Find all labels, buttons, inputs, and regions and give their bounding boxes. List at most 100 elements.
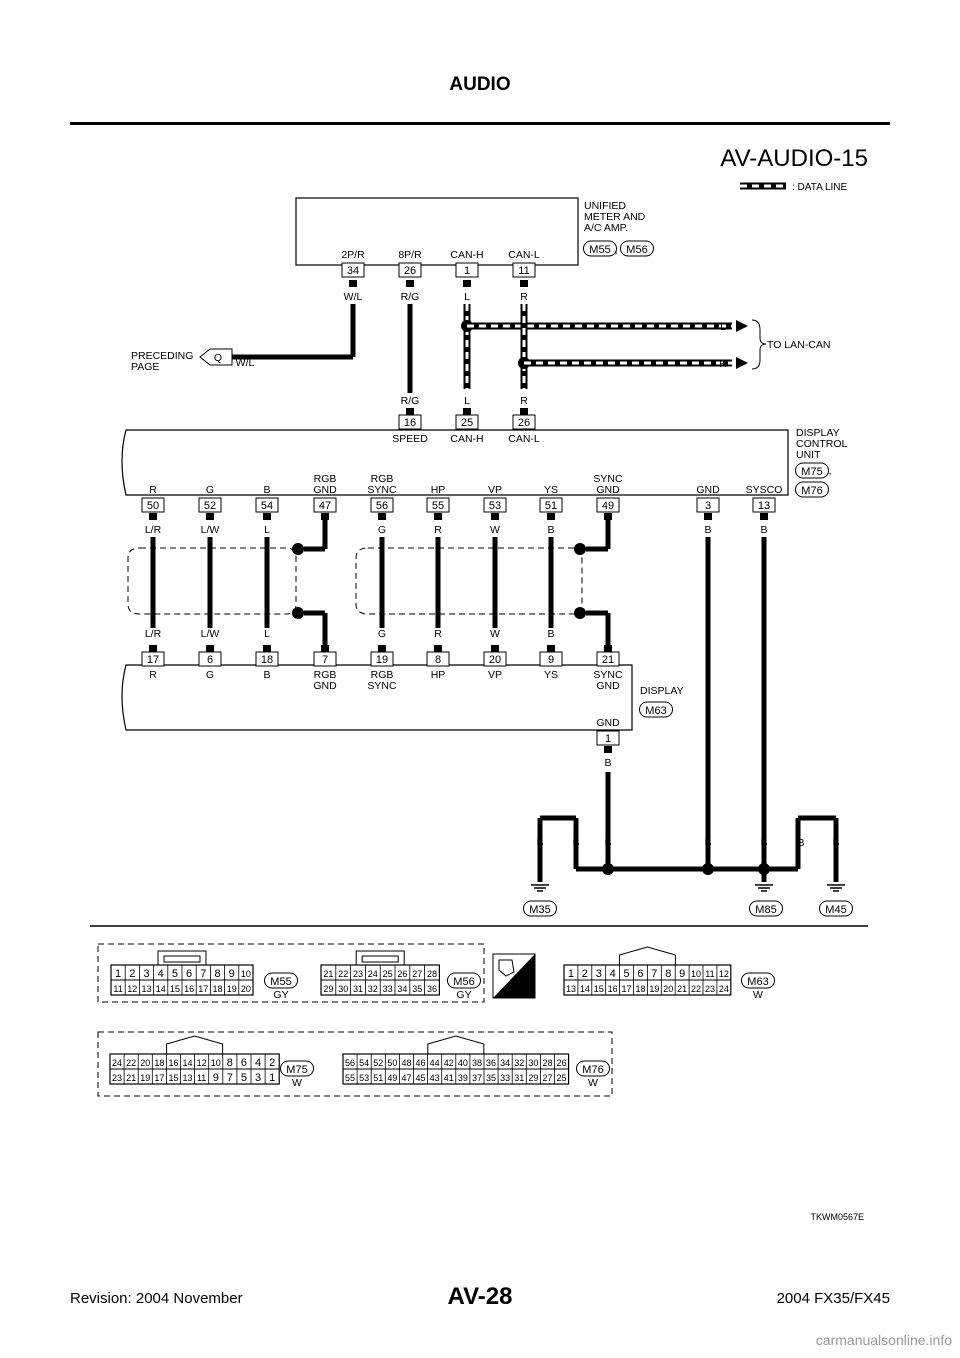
connector-view-m76-pin: 32 <box>514 1058 524 1068</box>
dcu-pin-3 <box>696 497 720 513</box>
display-pin-signal: SYNC <box>367 680 397 692</box>
connector-view-m76-id <box>576 1060 610 1077</box>
wire-color: B <box>760 837 767 849</box>
display-pin-signal: G <box>206 669 214 681</box>
connector-group-m55-m56 <box>97 943 485 1003</box>
display-pin-signal: GND <box>313 680 337 692</box>
dcu-pin-signal: CAN-H <box>450 433 483 445</box>
connector-view-m55-pin: 2 <box>129 968 135 980</box>
preceding-page-text: PAGE <box>131 361 159 373</box>
pin-number: 26 <box>518 417 530 429</box>
wire-color: L/R <box>145 628 162 640</box>
connector-view-m75-pin: 1 <box>269 1072 275 1084</box>
connector-view-m56-pin: 21 <box>323 969 333 979</box>
connector-view-m56-pin: 30 <box>338 984 348 994</box>
pin-number: 17 <box>147 654 159 666</box>
dcu-pin-signal: GND <box>313 484 337 496</box>
unified-meter-box <box>295 197 579 266</box>
connector-view-m63-pin: 17 <box>622 984 632 994</box>
connector-view-m56-pin: 26 <box>397 969 407 979</box>
connector-view-m63-pin: 6 <box>637 968 643 980</box>
pin-number: 34 <box>347 265 359 277</box>
connector-view-m75-pin: 15 <box>168 1073 178 1083</box>
connector-view-m63-pin: 10 <box>691 969 701 979</box>
pin-terminal <box>491 645 499 652</box>
connector-view-m63-pin: 20 <box>663 984 673 994</box>
pin-number: 16 <box>404 417 416 429</box>
preceding-page-text: PRECEDING <box>131 350 193 362</box>
connector-view-m75-pin: 22 <box>126 1058 136 1068</box>
display-pin-8 <box>426 651 450 667</box>
meter-pin-signal: 2P/R <box>341 249 365 261</box>
dcu-pin-signal: RGB <box>314 473 337 485</box>
pin-terminal <box>206 645 214 652</box>
connector-view-m63-pin: 24 <box>719 984 729 994</box>
connector-view-m76-pin: 43 <box>430 1073 440 1083</box>
dcu-pin-signal: VP <box>488 484 502 496</box>
hs-hand-icon <box>498 959 515 977</box>
connector-m75-label: M75 <box>801 466 822 478</box>
pin-terminal <box>604 513 612 520</box>
meter-pin-1 <box>455 262 479 278</box>
connector-view-m76-pin: 54 <box>359 1058 369 1068</box>
pin-terminal <box>378 645 386 652</box>
pin-terminal <box>704 513 712 520</box>
connector-view-m55-hood <box>157 950 207 966</box>
connector-view-m76-id-label: M76 <box>582 1064 603 1076</box>
pin-terminal <box>149 513 157 520</box>
display-pin-18 <box>255 651 279 667</box>
display-pin-signal: B <box>263 669 270 681</box>
connector-view-m76-pin: 27 <box>542 1073 552 1083</box>
wire-color: B <box>704 524 711 536</box>
connector-view-m56-pin: 35 <box>412 984 422 994</box>
connector-view-m76-pin: 29 <box>528 1073 538 1083</box>
connector-view-m75-tab <box>166 1035 224 1054</box>
connector-view-m76-pin: 50 <box>387 1058 397 1068</box>
connector-view-m56-id-label: M56 <box>453 976 474 988</box>
pin-terminal <box>520 280 528 287</box>
connector-m55-label: M55 <box>589 244 610 256</box>
shield-drain-dot <box>292 607 304 619</box>
display-pin-signal: VP <box>488 669 502 681</box>
wire-color: B <box>572 837 579 849</box>
connector-view-m56-pin: 27 <box>412 969 422 979</box>
wire-color: L <box>264 524 270 536</box>
unified-meter-name: METER AND <box>584 211 646 223</box>
pin-number: 1 <box>605 733 611 745</box>
pin-number: 49 <box>602 500 614 512</box>
pin-number: 19 <box>376 654 388 666</box>
connector-view-m76-pin: 42 <box>444 1058 454 1068</box>
separator: , <box>828 465 831 477</box>
display-name: DISPLAY <box>640 685 684 697</box>
shield-drain-dot <box>574 543 586 555</box>
display-pin-signal: RGB <box>314 669 337 681</box>
pin-number: 51 <box>545 500 557 512</box>
hs-label: H.S. <box>510 985 531 997</box>
ground-m45-label: M45 <box>825 904 846 916</box>
display-pin-19 <box>370 651 394 667</box>
wire-color: B <box>547 628 554 640</box>
pin-terminal <box>321 513 329 520</box>
connector-view-m75-pin: 16 <box>168 1058 178 1068</box>
connector-view-m63-pin: 9 <box>679 968 685 980</box>
pin-terminal <box>604 746 612 753</box>
connector-m56-label: M56 <box>626 244 647 256</box>
connector-view-m55-pin: 11 <box>113 984 122 994</box>
connector-view-m63-id-label: M63 <box>747 976 768 988</box>
model-text: 2004 FX35/FX45 <box>776 1290 890 1307</box>
connector-view-m63-pin: 13 <box>566 984 576 994</box>
connector-view-m76-pin: 56 <box>345 1058 355 1068</box>
display-pin-7 <box>313 651 337 667</box>
revision-text: Revision: 2004 November <box>70 1290 243 1307</box>
dcu-pin-signal: G <box>206 484 214 496</box>
connector-view-m75-pin: 9 <box>213 1072 219 1084</box>
connector-m63-label: M63 <box>645 705 666 717</box>
connector-view-m55-pin: 8 <box>214 968 220 980</box>
pin-terminal <box>491 513 499 520</box>
ground-m45 <box>819 900 853 917</box>
dcu-pin-16 <box>398 414 422 430</box>
wire-color: B <box>547 524 554 536</box>
shield-sync <box>355 547 583 615</box>
connector-view-m75-pin: 2 <box>269 1057 275 1069</box>
pin-number: 9 <box>548 654 554 666</box>
